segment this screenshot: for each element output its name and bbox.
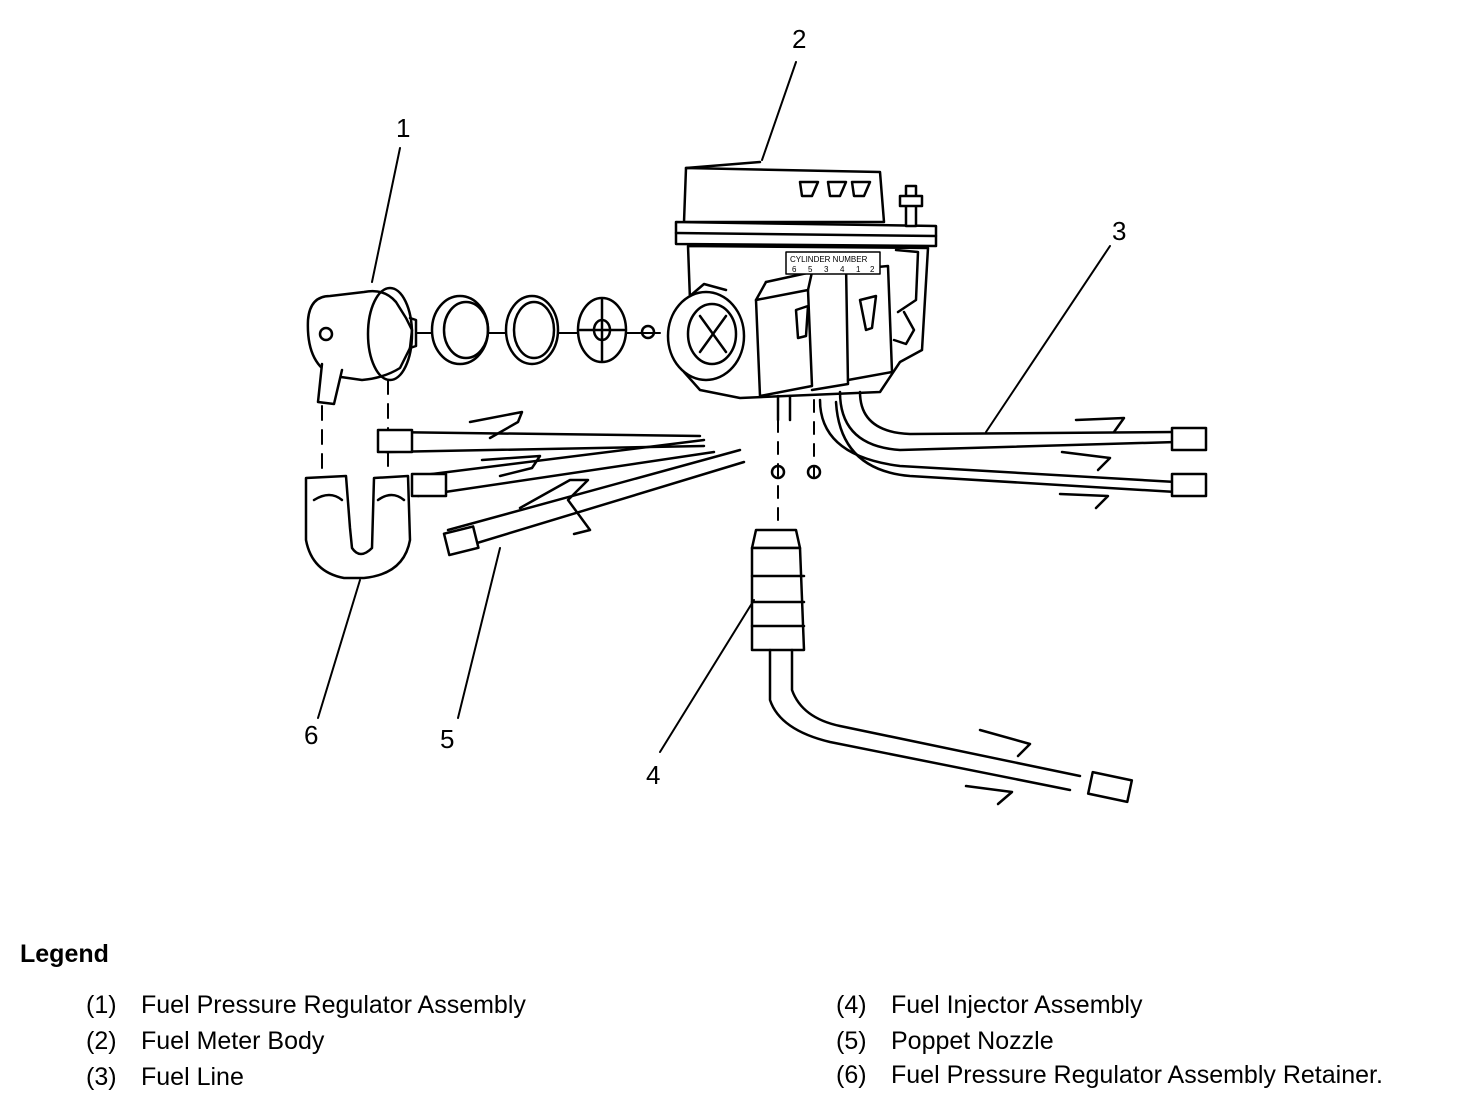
legend-item-label: Fuel Meter Body — [141, 1027, 325, 1055]
callout-3: 3 — [1112, 216, 1127, 246]
callout-6: 6 — [304, 720, 319, 750]
legend-item: (1) Fuel Pressure Regulator Assembly — [86, 990, 526, 1020]
legend-item-number: (5) — [836, 1027, 867, 1055]
fuel-injector — [750, 394, 1134, 806]
regulator-retainer — [304, 474, 412, 580]
callout-2: 2 — [792, 24, 807, 54]
legend-item: (2) Fuel Meter Body — [86, 1026, 324, 1056]
callout-1: 1 — [396, 113, 411, 143]
legend-item: (6) Fuel Pressure Regulator Assembly Reta… — [836, 1060, 1383, 1090]
exploded-view-diagram: CYLINDER NUMBER 6 5 3 4 1 2 — [304, 61, 1208, 806]
cylinder-number-label: CYLINDER NUMBER — [790, 255, 868, 264]
fuel-lines-left — [376, 410, 746, 557]
legend-item-label: Poppet Nozzle — [891, 1027, 1054, 1055]
cylinder-digit: 6 — [792, 265, 797, 274]
legend-item-number: (3) — [86, 1063, 117, 1091]
cylinder-digit: 1 — [856, 265, 861, 274]
fuel-pressure-regulator — [306, 286, 418, 406]
callout-4: 4 — [646, 760, 661, 790]
legend-title: Legend — [20, 940, 109, 968]
cylinder-digit: 5 — [808, 265, 813, 274]
cylinder-digit: 4 — [840, 265, 845, 274]
legend-item: (3) Fuel Line — [86, 1062, 244, 1092]
legend-item-label: Fuel Pressure Regulator Assembly Retaine… — [891, 1061, 1383, 1089]
legend-item-label: Fuel Injector Assembly — [891, 991, 1143, 1019]
legend-item: (4) Fuel Injector Assembly — [836, 990, 1143, 1020]
o-ring-seals — [430, 294, 656, 366]
legend-item-number: (2) — [86, 1027, 117, 1055]
cylinder-digit: 2 — [870, 265, 875, 274]
callout-5: 5 — [440, 724, 455, 754]
legend-item-label: Fuel Pressure Regulator Assembly — [141, 991, 526, 1019]
legend-item-number: (6) — [836, 1061, 867, 1089]
legend-item-label: Fuel Line — [141, 1063, 244, 1091]
fuel-meter-body — [666, 160, 938, 400]
legend-item: (5) Poppet Nozzle — [836, 1026, 1054, 1056]
legend-item-number: (1) — [86, 991, 117, 1019]
cylinder-digit: 3 — [824, 265, 829, 274]
fuel-lines-right — [818, 390, 1208, 510]
leader-lines — [317, 61, 1111, 753]
legend-item-number: (4) — [836, 991, 867, 1019]
